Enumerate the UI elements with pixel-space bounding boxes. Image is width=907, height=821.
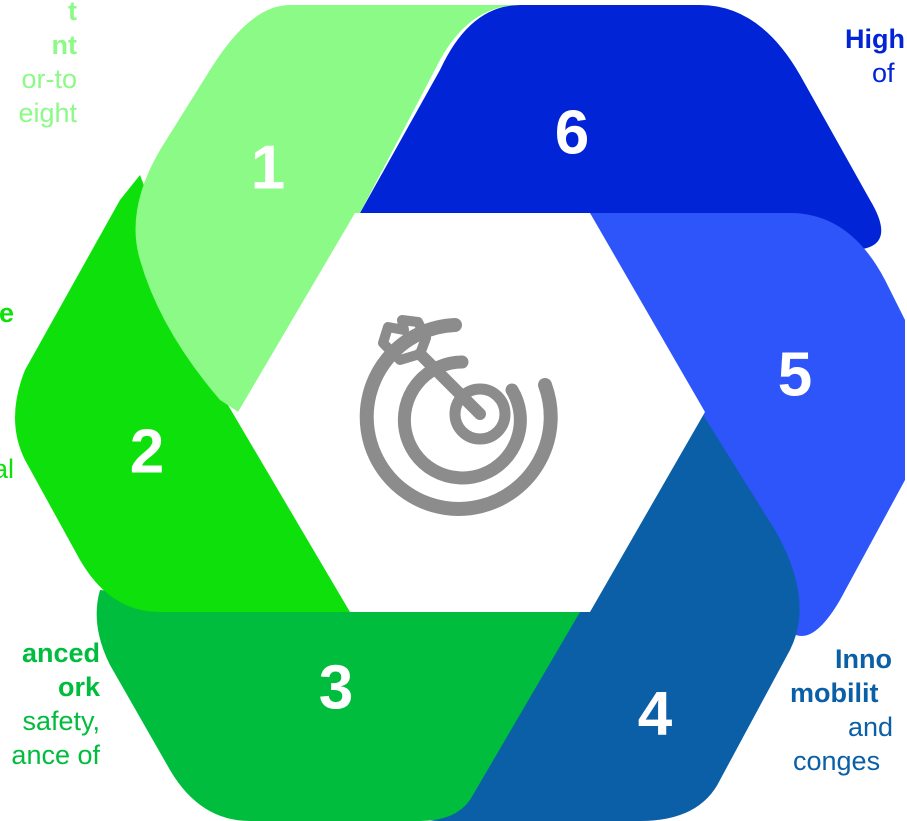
segment-1 [135, 5, 520, 413]
text-block-1: t nt or-to eight [18, 0, 77, 130]
text-6-line-2: of [872, 58, 895, 88]
text-2-line-2: al [0, 454, 14, 484]
text-6-line-1: High [845, 24, 905, 54]
text-4-line-4: conges [793, 746, 881, 776]
segment-2 [15, 175, 350, 612]
text-1-line-1: t [68, 0, 77, 26]
text-block-4: Inno mobilit and conges [790, 642, 893, 778]
text-3-line-1: anced [21, 638, 100, 668]
segment-6-number: 6 [555, 99, 589, 168]
segment-6 [360, 5, 882, 250]
text-4-line-2: mobilit [790, 678, 879, 708]
text-2-line-1: e [0, 298, 14, 328]
text-block-3: anced ork safety, ance of [11, 636, 100, 772]
text-block-2b: al [0, 452, 14, 486]
target-with-arrow-icon [359, 315, 558, 516]
text-3-line-3: safety, [22, 706, 100, 736]
text-block-2: e [0, 296, 14, 330]
segment-5 [590, 213, 905, 636]
text-3-line-4: ance of [11, 740, 100, 770]
text-4-line-3: and [848, 712, 894, 742]
segment-3-number: 3 [319, 654, 353, 723]
segment-5-number: 5 [778, 341, 812, 410]
segment-3 [96, 590, 581, 821]
text-4-line-1: Inno [835, 644, 892, 674]
segment-4-number: 4 [638, 680, 673, 749]
text-1-line-3: or-to [21, 64, 77, 94]
text-block-6: High of [845, 22, 905, 90]
text-3-line-2: ork [57, 672, 100, 702]
segment-2-number: 2 [130, 418, 164, 487]
text-1-line-2: nt [51, 30, 77, 60]
text-1-line-4: eight [18, 98, 77, 128]
segment-1-number: 1 [251, 134, 285, 203]
